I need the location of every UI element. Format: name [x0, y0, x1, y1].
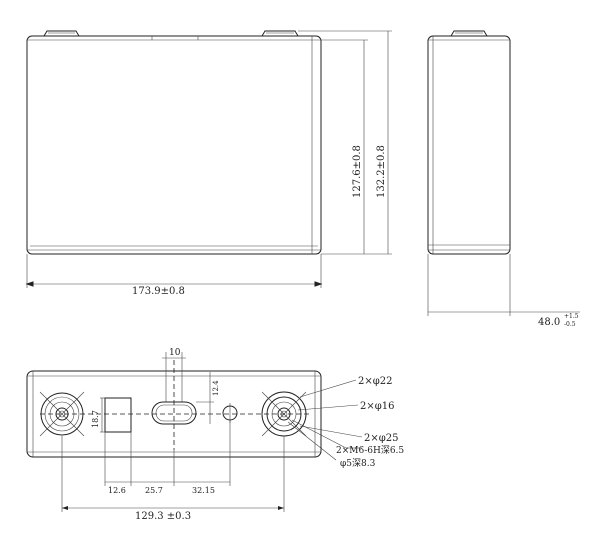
- thickness-tolerance-lower: -0.5: [564, 321, 576, 328]
- callout-phi5-hole: φ5深8.3: [340, 458, 376, 469]
- side-terminal: [450, 30, 488, 37]
- callout-phi22: 2×φ22: [358, 376, 392, 387]
- dim-10-label: 10: [169, 348, 181, 358]
- dim-25-7-label: 25.7: [145, 486, 163, 495]
- dim-12-6-label: 12.6: [108, 486, 126, 495]
- left-terminal: [39, 391, 85, 437]
- front-cell-body: [26, 35, 322, 255]
- callout-m6-thread: 2×M6-6H深6.5: [336, 445, 404, 456]
- dim-32-15-label: 32.15: [192, 486, 215, 495]
- dim-129-3-label: 129.3 ±0.3: [135, 511, 191, 522]
- side-cell-body: [427, 35, 511, 255]
- front-terminal-right: [261, 30, 299, 37]
- height-dimension-outer-label: 132.2±0.8: [376, 145, 387, 198]
- top-view: 10 12.4 18.7 12.6 25.7 32.15 129.3 ±0.3 …: [26, 348, 404, 522]
- side-view: 48.0 +1.5 -0.5: [427, 30, 580, 328]
- dim-12-4-label: 12.4: [212, 380, 220, 396]
- height-dimension-inner-label: 127.6±0.8: [352, 145, 363, 198]
- front-terminal-left: [43, 30, 80, 37]
- label-pad: [104, 397, 132, 433]
- width-dimension-label: 173.9±0.8: [132, 286, 185, 297]
- callout-phi25: 2×φ25: [364, 433, 398, 444]
- callout-phi16: 2×φ16: [360, 401, 394, 412]
- dim-18-7-label: 18.7: [91, 410, 100, 428]
- thickness-tolerance-upper: +1.5: [564, 313, 579, 320]
- front-view: 173.9±0.8 127.6±0.8 132.2±0.8: [25, 30, 392, 297]
- thickness-dimension-label: 48.0: [538, 317, 560, 328]
